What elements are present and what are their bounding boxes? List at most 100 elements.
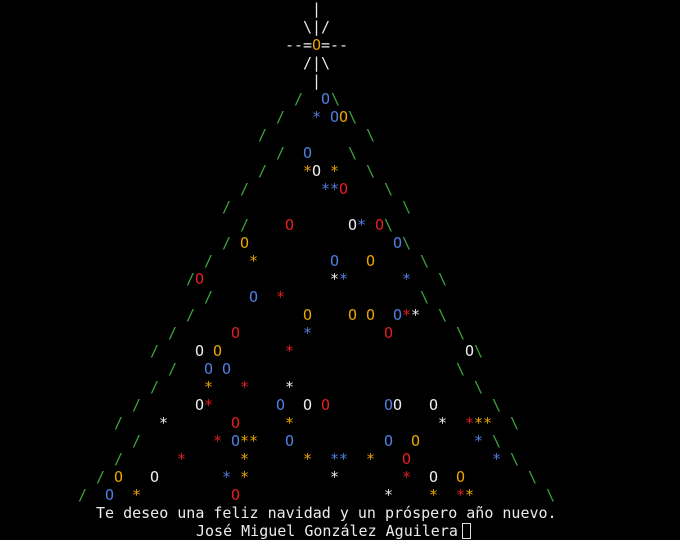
ornament-ball: O [321, 396, 331, 414]
tree-edge: \ [348, 144, 358, 162]
ornament-star: * [213, 432, 223, 450]
star-stroke: / [303, 54, 313, 72]
signature-line: José Miguel González Aguilera [196, 522, 680, 540]
star-stroke: = [321, 36, 331, 54]
tree-edge: / [276, 144, 286, 162]
star-stroke: \ [303, 18, 313, 36]
ornament-star: * [474, 432, 484, 450]
ornament-star: * [429, 486, 439, 504]
ornament-star: * [303, 324, 313, 342]
ornament-star: * [465, 414, 475, 432]
tree-edge: / [186, 306, 196, 324]
ornament-star: * [357, 216, 367, 234]
ornament-star: * [402, 270, 412, 288]
ornament-ball: O [249, 288, 259, 306]
star-stroke: / [321, 18, 331, 36]
tree-edge: / [258, 162, 268, 180]
tree-edge: \ [438, 270, 448, 288]
ornament-ball: O [204, 360, 214, 378]
ornament-star: * [483, 414, 493, 432]
ornament-star: * [402, 306, 412, 324]
ornament-ball: O [348, 216, 358, 234]
ornament-star: * [204, 396, 214, 414]
ornament-star: * [285, 414, 295, 432]
ornament-ball: O [393, 396, 403, 414]
tree-edge: \ [474, 378, 484, 396]
ornament-star: * [132, 486, 142, 504]
star-stroke: | [312, 54, 322, 72]
ornament-star: * [402, 468, 412, 486]
ornament-ball: O [231, 432, 241, 450]
ornament-star: * [384, 486, 394, 504]
tree-edge: \ [348, 108, 358, 126]
tree-edge: \ [420, 288, 430, 306]
ornament-ball: O [303, 144, 313, 162]
tree-edge: / [78, 486, 88, 504]
star-stroke: | [312, 72, 322, 90]
tree-edge: \ [420, 252, 430, 270]
ornament-ball: O [285, 432, 295, 450]
ornament-ball: O [375, 216, 385, 234]
tree-edge: / [114, 450, 124, 468]
tree-edge: \ [384, 180, 394, 198]
tree-edge: / [204, 252, 214, 270]
tree-edge: \ [474, 342, 484, 360]
ornament-ball: O [330, 252, 340, 270]
ornament-ball: O [285, 216, 295, 234]
ornament-ball: O [366, 306, 376, 324]
ornament-star: * [159, 414, 169, 432]
star-stroke: - [330, 36, 340, 54]
tree-edge: \ [492, 432, 502, 450]
tree-edge: / [132, 396, 142, 414]
tree-edge: / [150, 342, 160, 360]
star-stroke: \ [321, 54, 331, 72]
ornament-star: * [240, 432, 250, 450]
tree-edge: / [222, 198, 232, 216]
ornament-ball: O [393, 234, 403, 252]
ornament-ball: O [384, 324, 394, 342]
ornament-ball: O [150, 468, 160, 486]
ornament-star: * [240, 450, 250, 468]
ornament-star: * [411, 306, 421, 324]
ornament-star: * [276, 288, 286, 306]
tree-edge: \ [438, 306, 448, 324]
ornament-ball: O [231, 486, 241, 504]
ornament-ball: O [240, 234, 250, 252]
tree-edge: \ [331, 90, 341, 108]
ornament-star: * [240, 378, 250, 396]
ornament-ball: O [393, 306, 403, 324]
ornament-star: * [249, 252, 259, 270]
signature-name: José Miguel González Aguilera [196, 522, 458, 540]
tree-edge: \ [456, 360, 466, 378]
ornament-star: * [240, 468, 250, 486]
ornament-star: * [249, 432, 259, 450]
tree-edge: / [150, 378, 160, 396]
tree-edge: / [204, 288, 214, 306]
ornament-star: * [465, 486, 475, 504]
tree-edge: \ [510, 414, 520, 432]
ornament-ball: O [330, 108, 340, 126]
ornament-ball: O [465, 342, 475, 360]
tree-edge: \ [402, 234, 412, 252]
ornament-star: * [438, 414, 448, 432]
tree-edge: \ [492, 396, 502, 414]
tree-edge: / [258, 126, 268, 144]
tree-edge: / [240, 216, 250, 234]
tree-edge: / [294, 90, 304, 108]
ornament-ball: O [303, 396, 313, 414]
ornament-star: * [330, 450, 340, 468]
ornament-star: * [339, 450, 349, 468]
ornament-ball: O [429, 396, 439, 414]
ornament-star: * [177, 450, 187, 468]
tree-edge: / [276, 108, 286, 126]
ornament-star: * [285, 342, 295, 360]
ornament-star: * [366, 450, 376, 468]
star-stroke: | [312, 18, 322, 36]
ornament-star: * [222, 468, 232, 486]
ascii-christmas-tree: |\|/--=O=--/|\|/\/\/\/\/\/\/\/\/\/\/\/\/… [78, 0, 555, 504]
ornament-star: * [321, 180, 331, 198]
tree-edge: / [168, 360, 178, 378]
tree-edge: / [240, 180, 250, 198]
ornament-star: * [330, 270, 340, 288]
